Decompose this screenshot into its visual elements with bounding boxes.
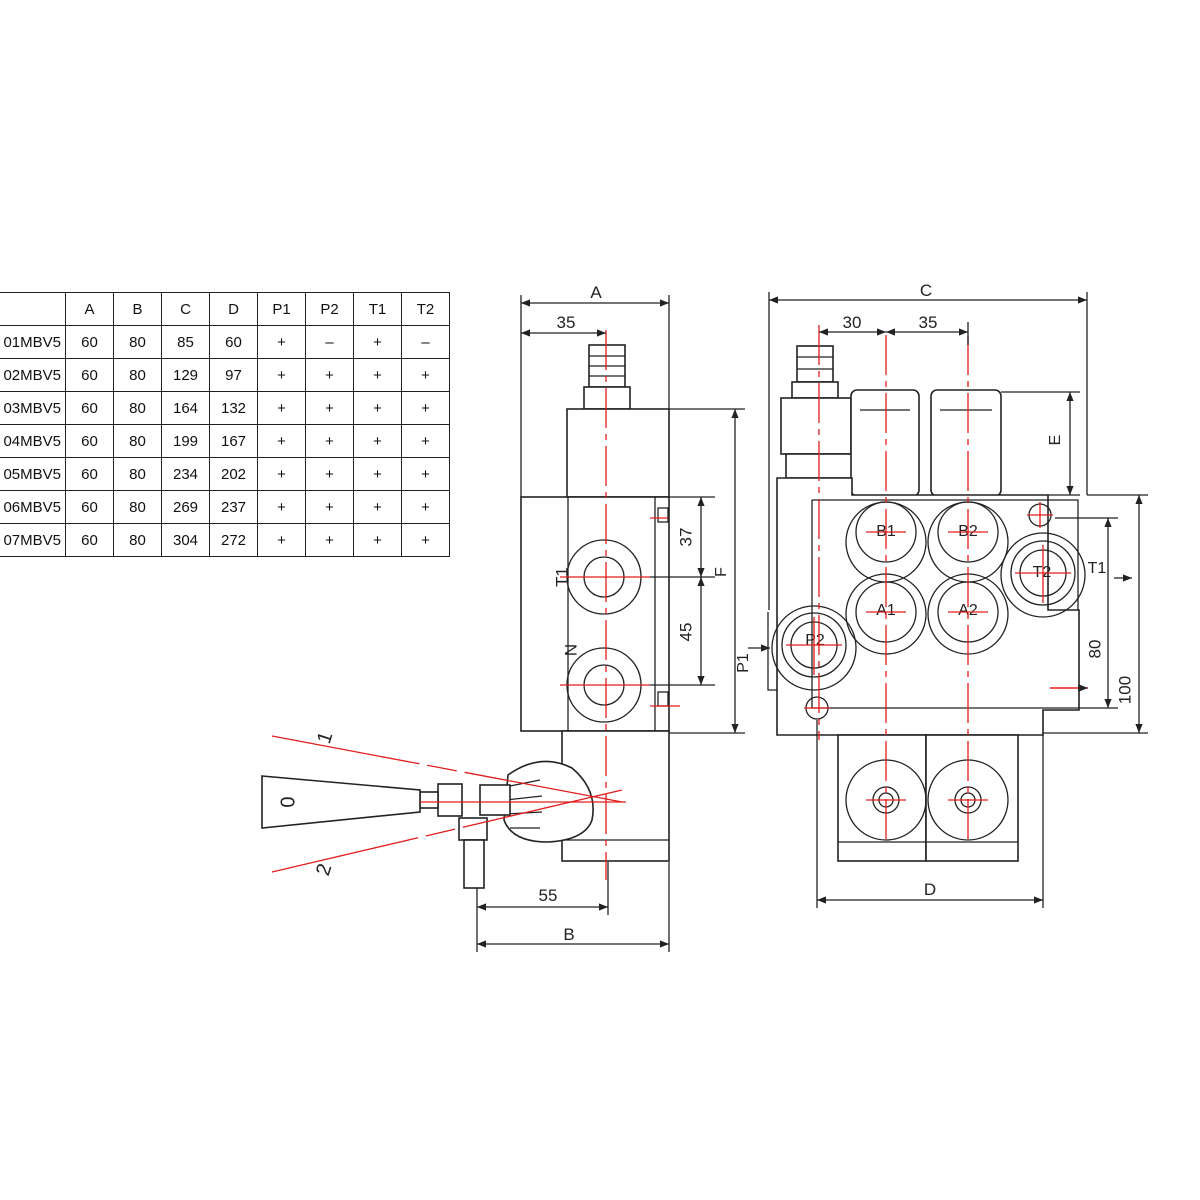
cell-a: 60 bbox=[65, 325, 114, 359]
cell-b: 80 bbox=[113, 490, 162, 524]
side-port-n-label: N bbox=[561, 644, 580, 656]
table-header-t1: T1 bbox=[353, 292, 402, 326]
cell-t2: + bbox=[401, 490, 450, 524]
side-dim-a-label: A bbox=[590, 283, 602, 302]
table-row: 07MBV5 60 80 304 272 + + + + bbox=[0, 523, 450, 557]
front-dim-30-label: 30 bbox=[843, 313, 862, 332]
lever-handle bbox=[261, 775, 421, 829]
cell-c: 269 bbox=[161, 490, 210, 524]
cell-a: 60 bbox=[65, 424, 114, 458]
table-header-p2: P2 bbox=[305, 292, 354, 326]
front-dim-e-label: E bbox=[1047, 435, 1064, 446]
fitting-nut bbox=[583, 386, 631, 410]
relief-valve bbox=[780, 397, 852, 455]
side-dim-p1-label: P1 bbox=[735, 653, 752, 673]
spool-cap-1 bbox=[850, 389, 920, 497]
spool-cap bbox=[566, 408, 670, 498]
cell-t2: + bbox=[401, 457, 450, 491]
port-p2-circle bbox=[781, 612, 847, 678]
cell-b: 80 bbox=[113, 325, 162, 359]
cell-p2: + bbox=[305, 358, 354, 392]
cell-d: 202 bbox=[209, 457, 258, 491]
front-view: B1 B2 A1 A2 T2 P2 T1 bbox=[767, 281, 1148, 908]
cell-a: 60 bbox=[65, 457, 114, 491]
port-p2-label: P2 bbox=[805, 632, 825, 649]
front-dim-35-label: 35 bbox=[919, 313, 938, 332]
port-t2-circle bbox=[1010, 540, 1076, 606]
cell-a: 60 bbox=[65, 391, 114, 425]
front-dim-100-label: 100 bbox=[1115, 676, 1134, 704]
table-row: 01MBV5 60 80 85 60 + – + – bbox=[0, 325, 450, 359]
front-dim-c-label: C bbox=[920, 281, 932, 300]
table-row: 03MBV5 60 80 164 132 + + + + bbox=[0, 391, 450, 425]
cell-c: 199 bbox=[161, 424, 210, 458]
table-row: 04MBV5 60 80 199 167 + + + + bbox=[0, 424, 450, 458]
table-header-p1: P1 bbox=[257, 292, 306, 326]
model-cell: 02MBV5 bbox=[0, 358, 66, 392]
cell-p1: + bbox=[257, 457, 306, 491]
valve-body bbox=[520, 496, 670, 732]
cell-d: 167 bbox=[209, 424, 258, 458]
cell-p2: + bbox=[305, 457, 354, 491]
cell-b: 80 bbox=[113, 457, 162, 491]
table-header-d: D bbox=[209, 292, 258, 326]
side-view: T1 N 0 1 2 A bbox=[261, 283, 770, 952]
cell-b: 80 bbox=[113, 523, 162, 557]
cell-d: 272 bbox=[209, 523, 258, 557]
side-dim-37-label: 37 bbox=[676, 528, 695, 547]
port-a1-label: A1 bbox=[876, 602, 896, 619]
cell-t1: + bbox=[353, 523, 402, 557]
model-cell: 07MBV5 bbox=[0, 523, 66, 557]
cell-p2: + bbox=[305, 391, 354, 425]
cell-t2: + bbox=[401, 424, 450, 458]
cell-b: 80 bbox=[113, 424, 162, 458]
cell-t1: + bbox=[353, 490, 402, 524]
cell-t2: – bbox=[401, 325, 450, 359]
model-cell: 03MBV5 bbox=[0, 391, 66, 425]
cell-p2: + bbox=[305, 490, 354, 524]
side-dim-f-label: F bbox=[713, 567, 730, 577]
table-header-t2: T2 bbox=[401, 292, 450, 326]
lever-pin bbox=[463, 839, 485, 889]
cell-p2: + bbox=[305, 523, 354, 557]
side-dim-35-label: 35 bbox=[557, 313, 576, 332]
port-t1-label: T1 bbox=[1088, 560, 1107, 577]
spool-cap-2 bbox=[930, 389, 1002, 497]
cell-p1: + bbox=[257, 391, 306, 425]
front-dim-80-label: 80 bbox=[1085, 640, 1104, 659]
dimension-table: A B C D P1 P2 T1 T2 01MBV5 60 80 85 60 +… bbox=[0, 292, 450, 557]
cell-t2: + bbox=[401, 358, 450, 392]
table-header-row: A B C D P1 P2 T1 T2 bbox=[0, 292, 450, 326]
table-header-b: B bbox=[113, 292, 162, 326]
cell-t2: + bbox=[401, 391, 450, 425]
lever-position-2-label: 2 bbox=[312, 861, 336, 878]
side-dim-b-label: B bbox=[563, 925, 574, 944]
cell-t1: + bbox=[353, 424, 402, 458]
cell-b: 80 bbox=[113, 358, 162, 392]
side-dim-45-label: 45 bbox=[676, 623, 695, 642]
cell-t2: + bbox=[401, 523, 450, 557]
cell-a: 60 bbox=[65, 490, 114, 524]
relief-fitting bbox=[796, 345, 834, 383]
front-dim-d-label: D bbox=[924, 880, 936, 899]
cell-c: 234 bbox=[161, 457, 210, 491]
cell-a: 60 bbox=[65, 358, 114, 392]
port-a2-label: A2 bbox=[958, 602, 978, 619]
side-dim-55-label: 55 bbox=[539, 886, 558, 905]
table-row: 06MBV5 60 80 269 237 + + + + bbox=[0, 490, 450, 524]
cell-p1: + bbox=[257, 358, 306, 392]
lever-joint bbox=[479, 784, 511, 816]
cell-d: 132 bbox=[209, 391, 258, 425]
lever-clamp bbox=[437, 783, 463, 817]
cell-p2: + bbox=[305, 424, 354, 458]
lever-position-0-label: 0 bbox=[277, 796, 299, 807]
cell-b: 80 bbox=[113, 391, 162, 425]
